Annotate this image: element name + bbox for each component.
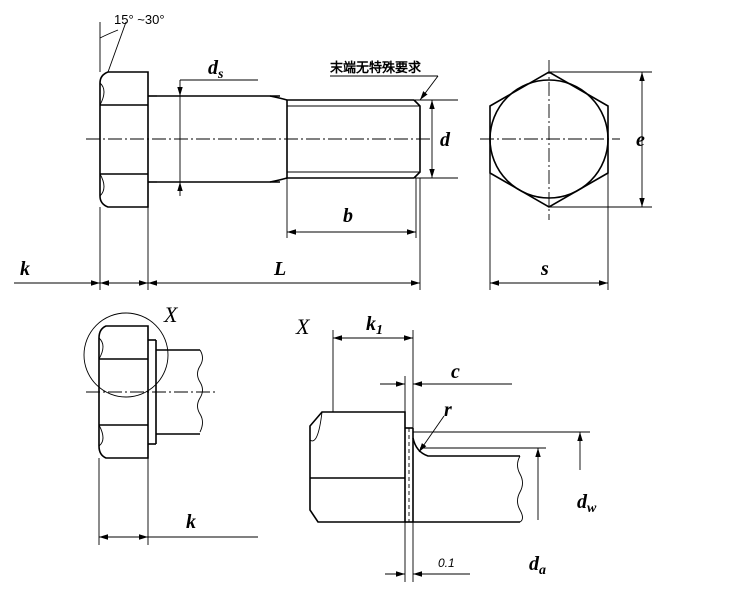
bolt-head-view-lower: X k <box>83 302 258 545</box>
detail-x-view: X k1 c r dw da <box>295 313 597 582</box>
bolt-end-view: e s <box>480 60 652 290</box>
ds-label: ds <box>208 57 224 82</box>
dw-label: dw <box>577 491 597 516</box>
da-label: da <box>529 553 546 578</box>
b-label: b <box>343 205 353 227</box>
bolt-head-lower <box>98 325 149 459</box>
detail-fillet-r <box>412 437 520 457</box>
detail-marker-x: X <box>163 302 179 327</box>
detail-x-title: X <box>295 314 311 339</box>
tolerance-label: 0.1 <box>438 556 455 570</box>
chamfer-angle-label: 15° ~30° <box>114 12 165 27</box>
k1-label: k1 <box>366 313 383 338</box>
k-lower-label: k <box>186 511 196 533</box>
detail-head-block <box>309 411 406 523</box>
r-label: r <box>444 399 452 421</box>
end-note: 末端无特殊要求 <box>329 60 422 76</box>
c-label: c <box>451 361 460 383</box>
bolt-side-view: 15° ~30° ds d 末端无特殊要求 b k L <box>14 12 458 290</box>
e-label: e <box>636 129 645 151</box>
L-label: L <box>273 258 286 280</box>
bolt-head-side <box>99 71 149 208</box>
detail-circle-x <box>83 312 169 398</box>
break-line-lower <box>197 349 203 433</box>
break-line-detail <box>517 455 523 523</box>
d-label: d <box>440 129 451 151</box>
k-label: k <box>20 258 30 280</box>
s-label: s <box>540 258 549 280</box>
